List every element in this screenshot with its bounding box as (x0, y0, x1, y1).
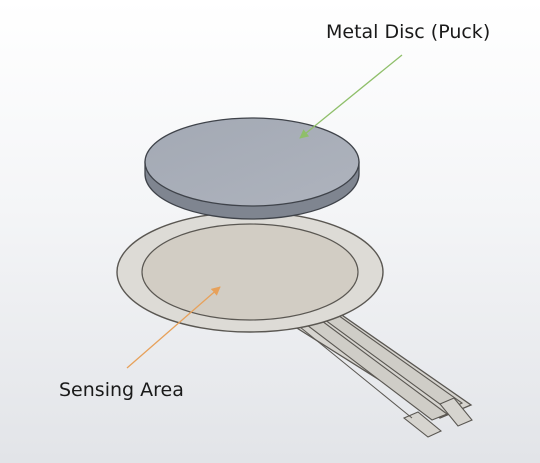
metal-disc-leader (299, 54, 403, 139)
metal-disc (144, 117, 360, 220)
sensing-area (141, 223, 359, 321)
sensing-area-leader (126, 286, 221, 369)
disc-top (144, 117, 360, 207)
connector-pin-end (439, 397, 473, 427)
sensor-tail (290, 310, 473, 438)
connector-pin-end (402, 411, 443, 438)
sensing-area-label: Sensing Area (59, 379, 184, 401)
metal-disc-label: Metal Disc (Puck) (326, 21, 490, 43)
sensor-pad (116, 211, 384, 333)
